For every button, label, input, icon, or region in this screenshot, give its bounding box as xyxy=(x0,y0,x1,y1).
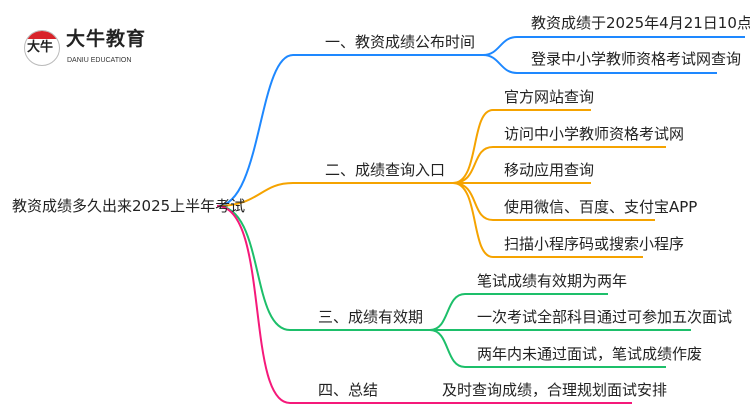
branch-2-child-5: 扫描小程序码或搜索小程序 xyxy=(504,235,685,253)
branch-1-child-1: 教资成绩于2025年4月21日10点公布 xyxy=(531,14,750,32)
connector-branch-2 xyxy=(216,182,453,207)
connector-b2-c2 xyxy=(452,146,666,184)
branch-3-label: 三、成绩有效期 xyxy=(318,308,424,326)
logo-subtitle: DANIU EDUCATION xyxy=(67,57,132,64)
connector-b3-c3 xyxy=(429,329,666,368)
connector-branch-1 xyxy=(216,54,483,207)
connector-branch-3 xyxy=(216,205,430,331)
root-node: 教资成绩多久出来2025上半年考试 xyxy=(12,197,246,215)
connector-b2-c5 xyxy=(452,182,643,258)
connector-b2-c1 xyxy=(452,109,591,184)
logo: 大牛 大牛教育 DANIU EDUCATION xyxy=(22,26,172,72)
branch-2-child-1: 官方网站查询 xyxy=(504,88,595,106)
branch-4-label: 四、总结 xyxy=(318,381,379,399)
logo-icon xyxy=(24,30,60,66)
logo-name: 大牛教育 xyxy=(66,28,147,50)
branch-1-label: 一、教资成绩公布时间 xyxy=(325,33,476,51)
connector-b1-c2 xyxy=(482,54,717,74)
branch-3-child-1: 笔试成绩有效期为两年 xyxy=(477,272,628,290)
branch-2-child-3: 移动应用查询 xyxy=(504,161,595,179)
branch-2-child-2: 访问中小学教师资格考试网 xyxy=(504,125,685,143)
branch-2-child-4: 使用微信、百度、支付宝APP xyxy=(504,198,698,216)
branch-1-child-2: 登录中小学教师资格考试网查询 xyxy=(531,50,742,68)
branch-3-child-3: 两年内未通过面试，笔试成绩作废 xyxy=(477,345,703,363)
logo-mark: 大牛 xyxy=(27,40,54,55)
connector-branch-4 xyxy=(216,205,632,404)
connector-b1-c1 xyxy=(482,36,745,56)
branch-4-child-1: 及时查询成绩，合理规划面试安排 xyxy=(442,381,668,399)
connector-b3-c1 xyxy=(429,293,608,331)
branch-2-label: 二、成绩查询入口 xyxy=(325,161,446,179)
branch-3-child-2: 一次考试全部科目通过可参加五次面试 xyxy=(477,308,733,326)
